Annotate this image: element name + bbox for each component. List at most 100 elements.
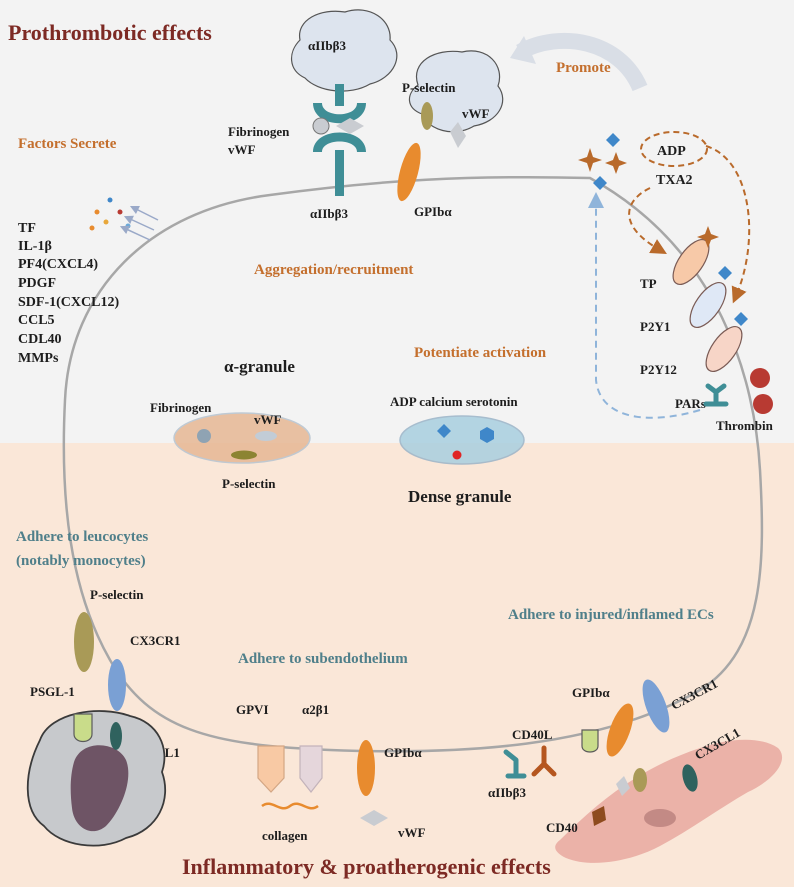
dense-adp-diamond bbox=[437, 424, 451, 438]
secrete-dot-6 bbox=[89, 225, 95, 231]
aiib3-top-stalk bbox=[335, 84, 344, 106]
gpiba-sub-label: GPIbα bbox=[384, 745, 422, 760]
tp-label: TP bbox=[640, 276, 657, 291]
factor-pf4: PF4(CXCL4) bbox=[18, 257, 98, 272]
gpvi-label: GPVI bbox=[236, 702, 269, 717]
txa2-label: TXA2 bbox=[656, 173, 693, 188]
alpha-vwf-label: vWF bbox=[254, 412, 282, 427]
gpiba-top-shape bbox=[397, 142, 421, 202]
gpiba-ec-label: GPIbα bbox=[572, 685, 610, 700]
dense-serotonin-dot bbox=[452, 450, 462, 460]
alpha-pselectin-shape bbox=[231, 450, 257, 460]
adp-diamond-1 bbox=[606, 133, 620, 147]
p2y12-receptor bbox=[705, 326, 743, 372]
promote-label: Promote bbox=[556, 60, 611, 76]
collagen-fiber bbox=[261, 802, 319, 810]
adhere-ecs-label: Adhere to injured/inflamed ECs bbox=[508, 607, 714, 623]
secrete-dot-1 bbox=[94, 209, 100, 215]
a2b1-shape bbox=[299, 745, 323, 793]
txa2-star-1 bbox=[578, 148, 602, 172]
pselectin-top-shape bbox=[421, 102, 433, 130]
cd40-label: CD40 bbox=[546, 820, 578, 835]
fibrinogen-label: Fibrinogen bbox=[228, 124, 290, 139]
vwf-right-shape bbox=[450, 122, 466, 148]
pars-label: PARs bbox=[675, 396, 706, 411]
feedback-dashed-arrow bbox=[588, 192, 701, 419]
cx3cr1-ec-shape bbox=[642, 679, 670, 733]
secrete-arrow-1 bbox=[129, 205, 159, 221]
gpiba-sub-shape bbox=[357, 740, 375, 796]
thrombin-label: Thrombin bbox=[716, 418, 774, 433]
dense-calcium-hexagon bbox=[480, 427, 494, 443]
secrete-dot-3 bbox=[117, 209, 123, 215]
adp-label: ADP bbox=[657, 144, 686, 159]
secrete-dot-5 bbox=[125, 223, 131, 229]
aiib3-bottom-stalk bbox=[335, 150, 344, 196]
dense-granule-title: Dense granule bbox=[408, 487, 512, 506]
vwf-ec-shape bbox=[616, 776, 630, 796]
thrombin-1 bbox=[750, 368, 770, 388]
secrete-arrow-3 bbox=[119, 225, 151, 241]
txa2-star-2 bbox=[605, 152, 627, 174]
alpha-vwf-shape bbox=[255, 431, 277, 441]
factor-sdf1: SDF-1(CXCL12) bbox=[18, 295, 119, 310]
factor-cdl40: CDL40 bbox=[18, 332, 62, 347]
secrete-dot-2 bbox=[107, 197, 113, 203]
vwf-right-label: vWF bbox=[462, 106, 490, 121]
cx3cr1-leuco-label: CX3CR1 bbox=[130, 633, 181, 648]
aggregation-label: Aggregation/recruitment bbox=[254, 262, 413, 278]
p2y1-receptor bbox=[689, 282, 727, 328]
promote-arrow bbox=[516, 32, 648, 92]
p2y12-label: P2Y12 bbox=[640, 362, 677, 377]
secrete-arrow-2 bbox=[123, 215, 155, 231]
pselectin-top-label: P-selectin bbox=[402, 80, 456, 95]
aiib3-bottom-label: αIIbβ3 bbox=[310, 206, 348, 221]
collagen-label: collagen bbox=[262, 828, 308, 843]
vwf-label: vWF bbox=[228, 142, 256, 157]
inflammatory-heading: Inflammatory & proatherogenic effects bbox=[182, 854, 551, 879]
vwf-sub-shape bbox=[360, 810, 388, 826]
promote-arrowhead bbox=[510, 36, 536, 64]
gpiba-ec-shape bbox=[606, 703, 634, 757]
adp-circle bbox=[640, 131, 708, 167]
aiib3-top-head bbox=[313, 103, 366, 124]
factor-il1b: IL-1β bbox=[18, 239, 52, 254]
dense-contents-label: ADP calcium serotonin bbox=[390, 394, 518, 409]
aiib3-top-cloud bbox=[291, 9, 398, 92]
pselectin-ec-shape bbox=[633, 768, 647, 792]
thrombin-2 bbox=[753, 394, 773, 414]
aiib3-ec-label: αIIbβ3 bbox=[488, 785, 526, 800]
p2y12-adp-diamond bbox=[734, 312, 748, 326]
factor-tf: TF bbox=[18, 221, 36, 236]
alpha-granule-title: α-granule bbox=[224, 357, 295, 376]
adhere-leucocytes-line2: (notably monocytes) bbox=[16, 553, 146, 569]
cx3cr1-leuco-shape bbox=[108, 659, 126, 711]
cd40l-label: CD40L bbox=[512, 727, 553, 742]
txa2-to-tp-arrow bbox=[628, 187, 667, 254]
p2y1-adp-diamond bbox=[718, 266, 732, 280]
aiib3-ec-shape bbox=[503, 749, 527, 779]
fibrinogen-molecule bbox=[312, 117, 330, 135]
gpiba-top-label: GPIbα bbox=[414, 204, 452, 219]
p2y1-label: P2Y1 bbox=[640, 319, 670, 334]
adhere-subendothelium-label: Adhere to subendothelium bbox=[238, 651, 408, 667]
vwf-sub-label: vWF bbox=[398, 825, 426, 840]
endothelial-nucleus bbox=[644, 809, 676, 827]
alpha-pselectin-label: P-selectin bbox=[222, 476, 276, 491]
platelet-outline bbox=[62, 175, 764, 753]
potentiate-label: Potentiate activation bbox=[414, 345, 547, 361]
alpha-fibrinogen-label: Fibrinogen bbox=[150, 400, 212, 415]
a2b1-label: α2β1 bbox=[302, 702, 329, 717]
prothrombotic-heading: Prothrombotic effects bbox=[8, 20, 212, 45]
cx3cl1-leuco-shape bbox=[110, 722, 122, 750]
pars-receptor bbox=[703, 383, 729, 407]
cd40-shape bbox=[592, 806, 606, 826]
pselectin-leuco-shape bbox=[74, 612, 94, 672]
dense-granule bbox=[399, 415, 525, 465]
cd40l-shape bbox=[531, 745, 557, 777]
alpha-fibrinogen-shape bbox=[197, 429, 211, 443]
vwf-molecule bbox=[336, 118, 364, 134]
adhere-leucocytes-line1: Adhere to leucocytes bbox=[16, 529, 148, 545]
